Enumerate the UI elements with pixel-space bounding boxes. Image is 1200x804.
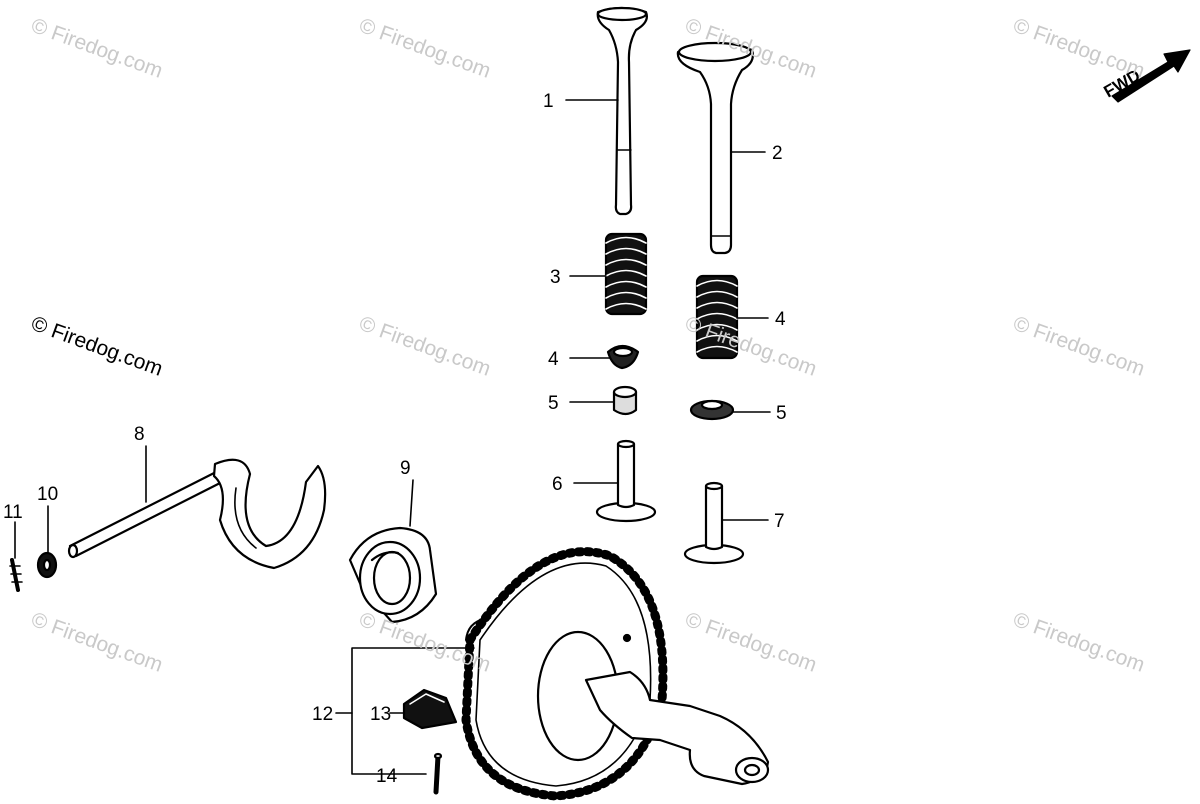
callout-14: 11 <box>3 502 23 523</box>
retainer-7 <box>606 344 640 370</box>
decompressor-10 <box>348 526 438 624</box>
callout-12: 10 <box>37 484 58 505</box>
callout-9: 13 <box>370 704 391 725</box>
cap-8 <box>612 385 638 416</box>
valve-3 <box>596 6 648 216</box>
callout-2: 2 <box>772 143 783 164</box>
pin-13 <box>433 752 443 795</box>
callout-11: 8 <box>134 424 145 445</box>
pin-14 <box>9 558 23 592</box>
callout-13: 14 <box>376 766 398 787</box>
callout-5-right: 4 <box>775 309 786 330</box>
camshaft-1 <box>461 547 770 801</box>
callout-5-left: 3 <box>550 267 561 288</box>
callout-10: 9 <box>400 458 411 479</box>
callout-4-right: 7 <box>774 511 785 532</box>
callout-3: 1 <box>543 91 554 112</box>
valve-spring-5-left <box>604 232 648 316</box>
callout-7: 4 <box>548 349 559 370</box>
callout-4-left: 6 <box>552 474 563 495</box>
washer-12 <box>36 551 58 579</box>
callout-8: 5 <box>548 393 559 414</box>
valve-spring-5-right <box>695 274 739 360</box>
tappet-4-right <box>683 481 745 565</box>
callout-6: 5 <box>776 403 787 424</box>
tappet-4-left <box>595 439 657 523</box>
rotator-6 <box>689 399 735 421</box>
callout-1: 12 <box>312 704 333 725</box>
valve-2 <box>676 41 754 255</box>
fwd-arrow-icon <box>1111 49 1191 103</box>
leader-lines <box>14 99 771 775</box>
block-9 <box>402 688 458 730</box>
shaft-11 <box>67 458 327 570</box>
